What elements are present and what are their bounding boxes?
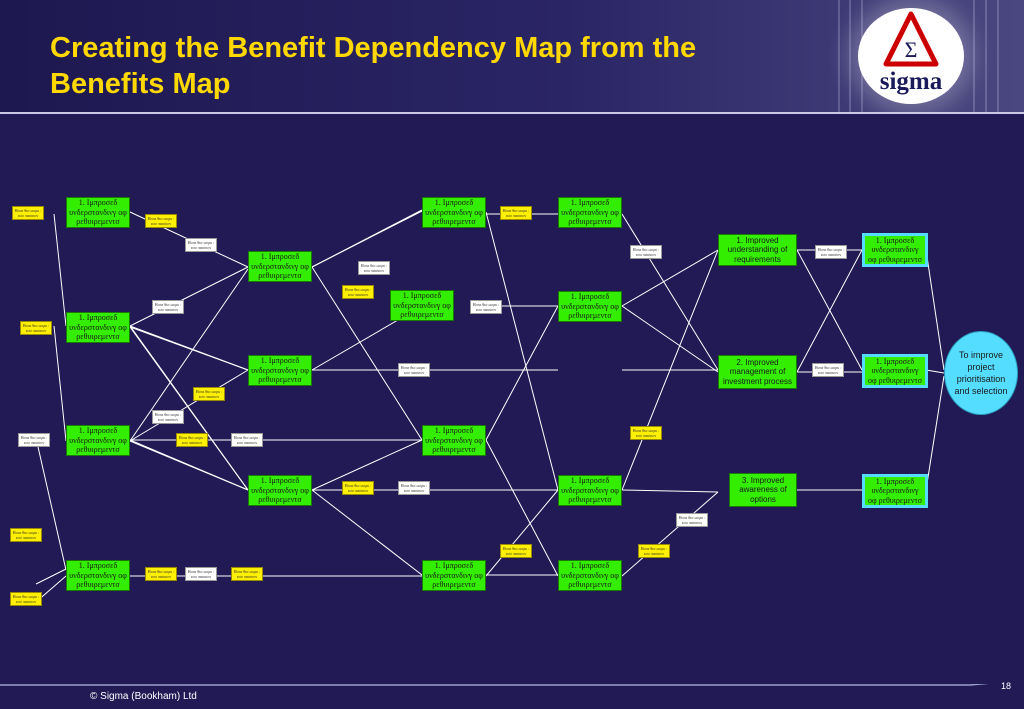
benefit-box: 1. Ιμπροσεδ υνδερστανδινγ οφ ρεθυιρεμεντ… [862,474,928,508]
note-box: Ηοπε θισ ωορκ : εσσ πασσιον [20,321,52,335]
note-box: Ηοπε θισ ωορκ : εσσ πασσιον [342,481,374,495]
enabler-box: 1. Ιμπροσεδ υνδερστανδινγ οφ ρεθυιρεμεντ… [66,425,130,456]
note-box: Ηοπε θισ ωορκ : εσσ πασσιον [185,238,217,252]
note-box: Ηοπε θισ ωορκ : εσσ πασσιον [18,433,50,447]
note-box: Ηοπε θισ ωορκ : εσσ πασσιον [398,363,430,377]
note-box: Ηοπε θισ ωορκ : εσσ πασσιον [815,245,847,259]
enabler-box: 1. Ιμπροσεδ υνδερστανδινγ οφ ρεθυιρεμεντ… [558,197,622,228]
enabler-box: 1. Ιμπροσεδ υνδερστανδινγ οφ ρεθυιρεμεντ… [390,290,454,321]
note-box: Ηοπε θισ ωορκ : εσσ πασσιον [500,544,532,558]
note-box: Ηοπε θισ ωορκ : εσσ πασσιον [231,433,263,447]
enabler-box: 1. Ιμπροσεδ υνδερστανδινγ οφ ρεθυιρεμεντ… [66,312,130,343]
note-box: Ηοπε θισ ωορκ : εσσ πασσιον [231,567,263,581]
footer-divider [0,684,989,686]
note-box: Ηοπε θισ ωορκ : εσσ πασσιον [398,481,430,495]
page-number: 18 [1001,681,1012,691]
note-box: Ηοπε θισ ωορκ : εσσ πασσιον [152,300,184,314]
enabler-box: 1. Ιμπροσεδ υνδερστανδινγ οφ ρεθυιρεμεντ… [422,425,486,456]
slide-header: Creating the Benefit Dependency Map from… [0,0,1024,112]
note-box: Ηοπε θισ ωορκ : εσσ πασσιον [152,410,184,424]
note-box: Ηοπε θισ ωορκ : εσσ πασσιον [812,363,844,377]
note-box: Ηοπε θισ ωορκ : εσσ πασσιον [10,592,42,606]
header-decoration-line [997,0,999,112]
business-change-box: 1. Improved understanding of requirement… [718,234,797,266]
note-box: Ηοπε θισ ωορκ : εσσ πασσιον [630,426,662,440]
enabler-box: 1. Ιμπροσεδ υνδερστανδινγ οφ ρεθυιρεμεντ… [66,197,130,228]
header-decoration-line [973,0,975,112]
benefit-dependency-map: 1. Ιμπροσεδ υνδερστανδινγ οφ ρεθυιρεμεντ… [0,114,1024,684]
slide-title: Creating the Benefit Dependency Map from… [50,32,697,100]
footer-copyright: © Sigma (Bookham) Ltd [90,691,197,702]
enabler-box: 1. Ιμπροσεδ υνδερστανδινγ οφ ρεθυιρεμεντ… [248,475,312,506]
objective-circle: To improve project prioritisation and se… [944,331,1018,415]
note-box: Ηοπε θισ ωορκ : εσσ πασσιον [342,285,374,299]
note-box: Ηοπε θισ ωορκ : εσσ πασσιον [185,567,217,581]
enabler-box: 1. Ιμπροσεδ υνδερστανδινγ οφ ρεθυιρεμεντ… [558,475,622,506]
note-box: Ηοπε θισ ωορκ : εσσ πασσιον [145,567,177,581]
note-box: Ηοπε θισ ωορκ : εσσ πασσιον [145,214,177,228]
business-change-box: 2. Improved management of investment pro… [718,355,797,389]
header-decoration-line [985,0,987,112]
benefit-box: 1. Ιμπροσεδ υνδερστανδινγ οφ ρεθυιρεμεντ… [862,233,928,267]
note-box: Ηοπε θισ ωορκ : εσσ πασσιον [193,387,225,401]
business-change-box: 3. Improved awareness of options [729,473,797,507]
note-box: Ηοπε θισ ωορκ : εσσ πασσιον [638,544,670,558]
header-decoration-line [838,0,840,112]
enabler-box: 1. Ιμπροσεδ υνδερστανδινγ οφ ρεθυιρεμεντ… [422,197,486,228]
note-box: Ηοπε θισ ωορκ : εσσ πασσιον [500,206,532,220]
header-divider [0,112,1024,114]
enabler-box: 1. Ιμπροσεδ υνδερστανδινγ οφ ρεθυιρεμεντ… [248,251,312,282]
note-box: Ηοπε θισ ωορκ : εσσ πασσιον [176,433,208,447]
enabler-box: 1. Ιμπροσεδ υνδερστανδινγ οφ ρεθυιρεμεντ… [66,560,130,591]
note-box: Ηοπε θισ ωορκ : εσσ πασσιον [358,261,390,275]
note-box: Ηοπε θισ ωορκ : εσσ πασσιον [470,300,502,314]
enabler-box: 1. Ιμπροσεδ υνδερστανδινγ οφ ρεθυιρεμεντ… [248,355,312,386]
note-box: Ηοπε θισ ωορκ : εσσ πασσιον [630,245,662,259]
connector-lines [35,209,945,603]
note-box: Ηοπε θισ ωορκ : εσσ πασσιον [676,513,708,527]
note-box: Ηοπε θισ ωορκ : εσσ πασσιον [12,206,44,220]
svg-text:Σ: Σ [905,37,918,62]
sigma-triangle-icon: Σ [883,11,939,67]
note-box: Ηοπε θισ ωορκ : εσσ πασσιον [10,528,42,542]
enabler-box: 1. Ιμπροσεδ υνδερστανδινγ οφ ρεθυιρεμεντ… [422,560,486,591]
enabler-box: 1. Ιμπροσεδ υνδερστανδινγ οφ ρεθυιρεμεντ… [558,291,622,322]
sigma-logo: Σ sigma [858,8,964,104]
logo-wordmark: sigma [879,68,943,95]
enabler-box: 1. Ιμπροσεδ υνδερστανδινγ οφ ρεθυιρεμεντ… [558,560,622,591]
header-decoration-line [849,0,851,112]
benefit-box: 1. Ιμπροσεδ υνδερστανδινγ οφ ρεθυιρεμεντ… [862,354,928,388]
